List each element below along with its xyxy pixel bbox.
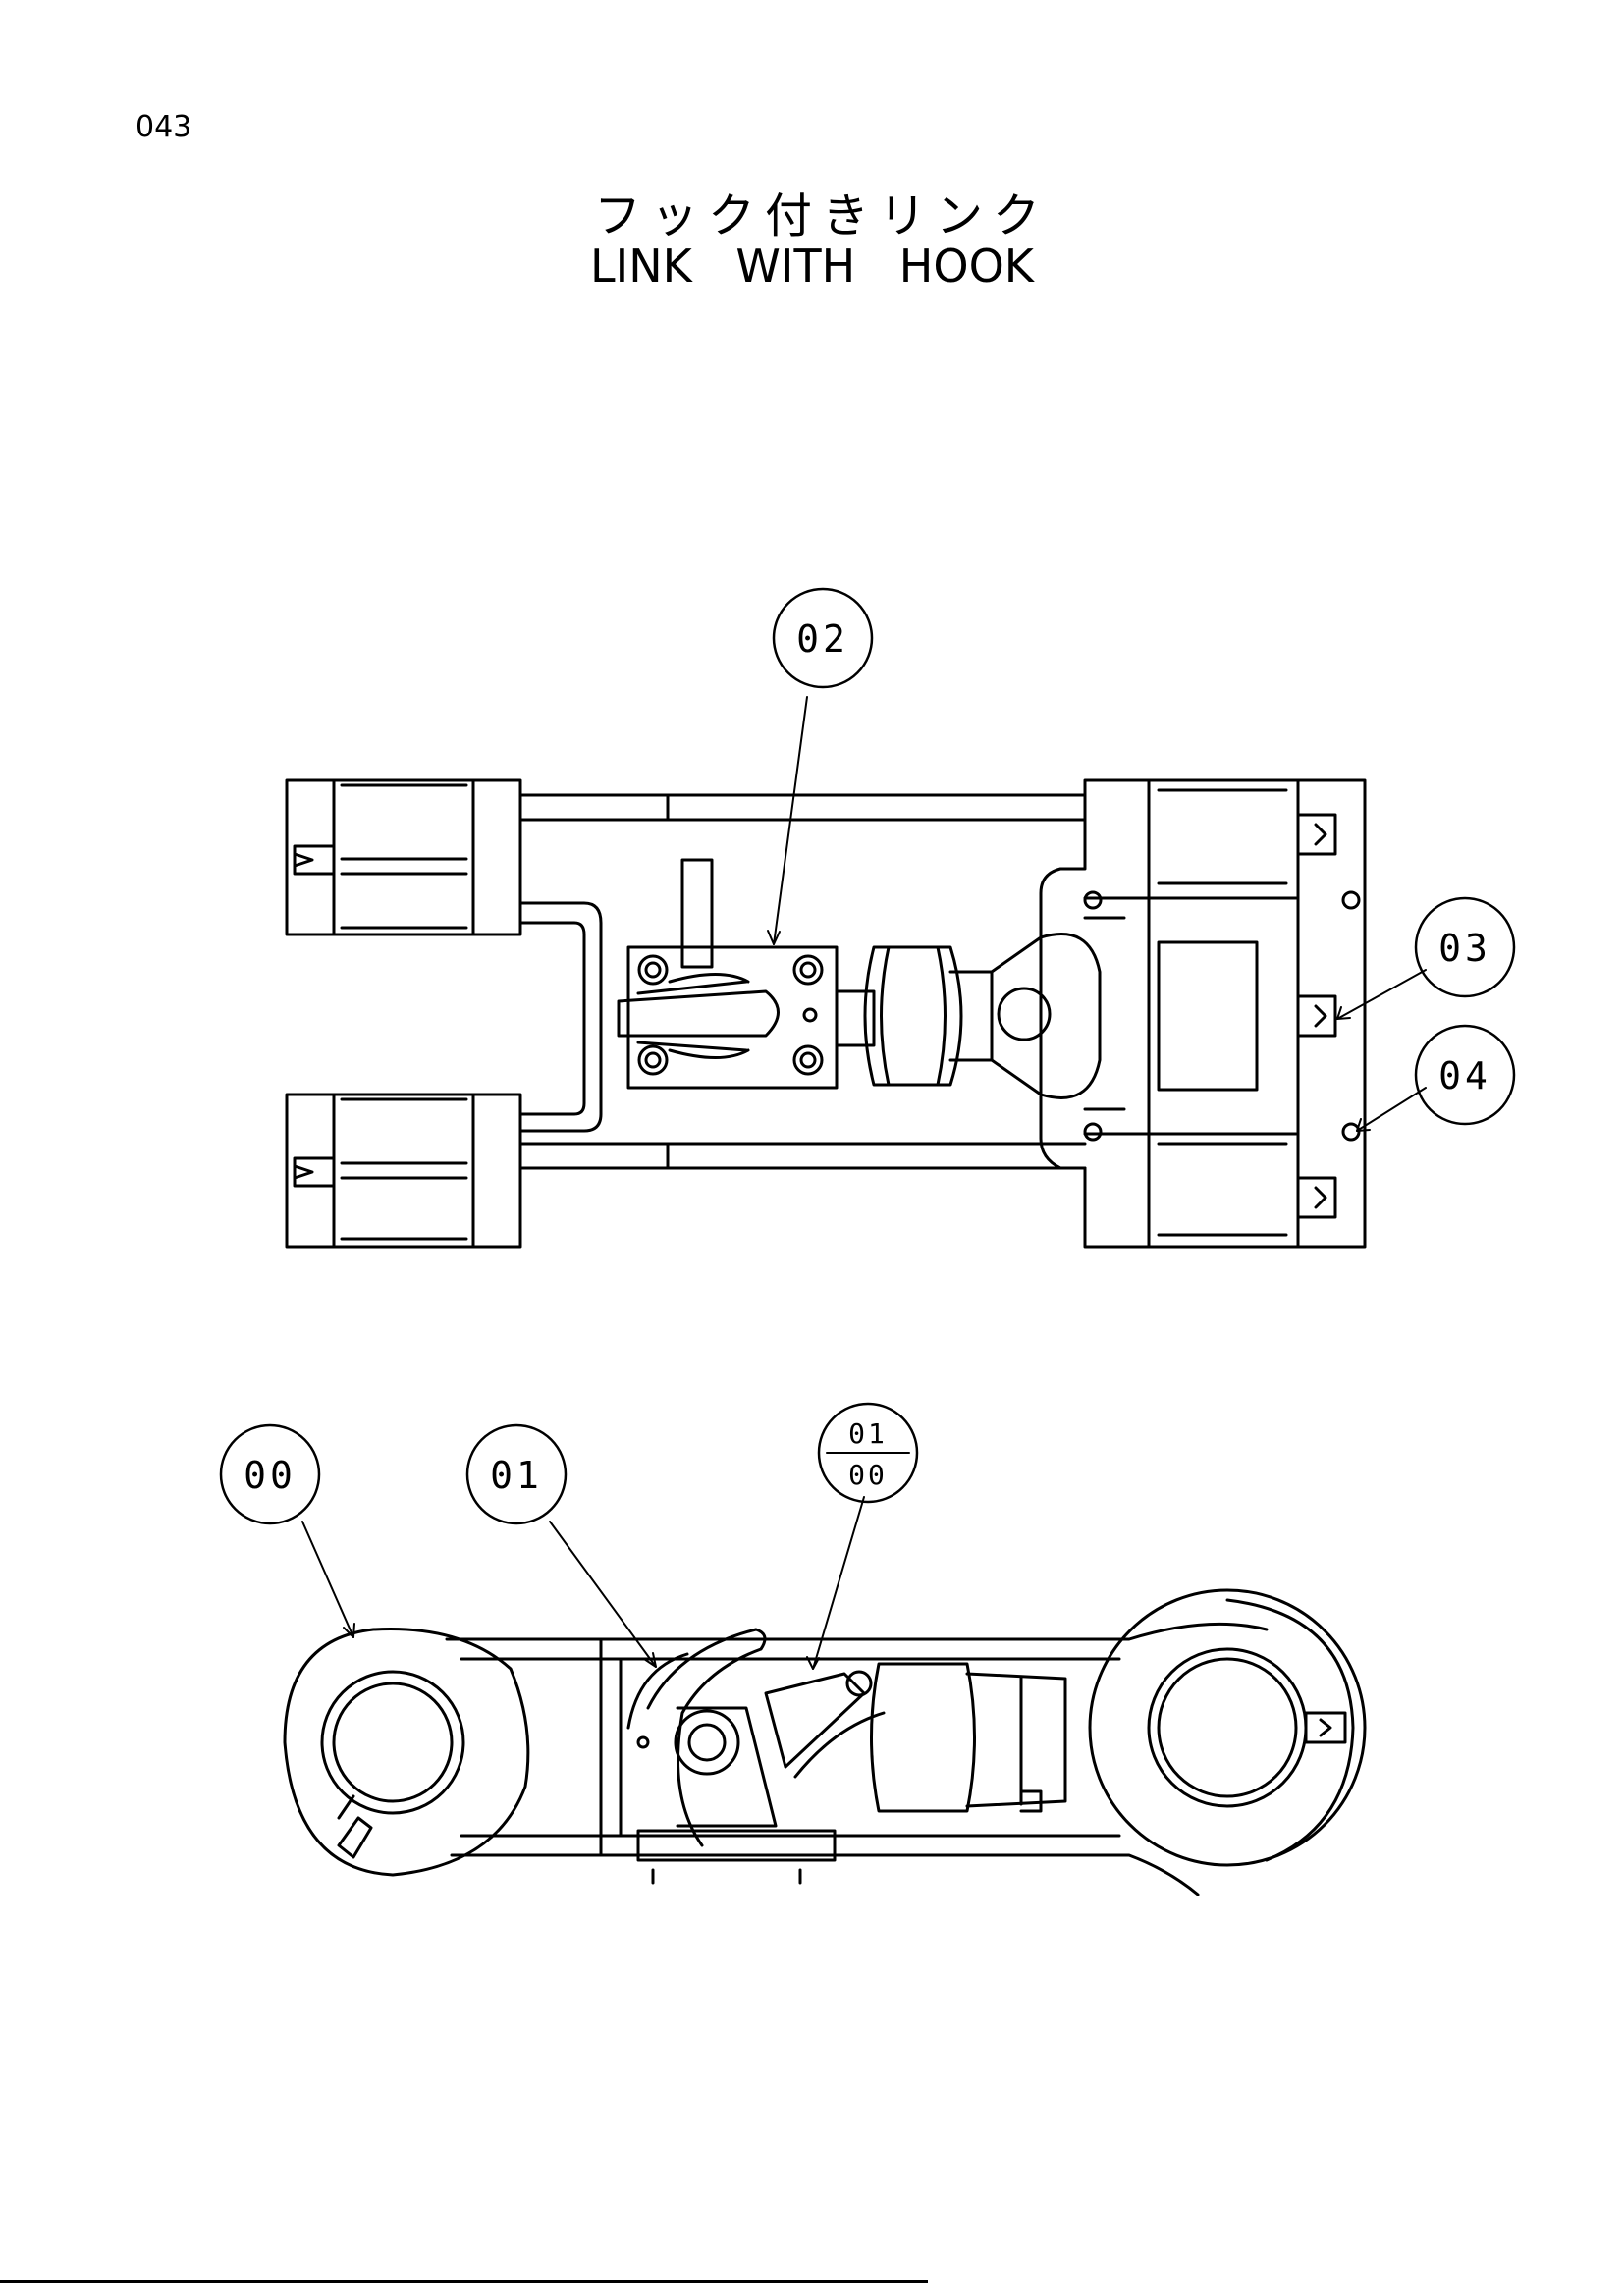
callout-02: 02 <box>772 587 874 689</box>
side-view <box>283 1496 1367 1896</box>
top-view <box>285 696 1427 1249</box>
callout-00-label: 00 <box>244 1454 297 1497</box>
right-frame <box>1039 778 1367 1249</box>
right-wheel <box>1088 1588 1367 1867</box>
callout-02-label: 02 <box>796 617 849 661</box>
callout-01: 01 <box>465 1423 568 1525</box>
left-wheel <box>283 1628 530 1877</box>
left-u-rod <box>518 901 603 1133</box>
title-english: LINK WITH HOOK <box>590 240 1034 293</box>
callout-00: 00 <box>219 1423 321 1525</box>
callout-fraction: 01 00 <box>817 1402 919 1504</box>
callout-04: 04 <box>1414 1024 1516 1126</box>
eye-end <box>990 933 1102 1099</box>
page-number: 043 <box>135 110 192 144</box>
side-body-outline <box>445 1622 1269 1896</box>
side-cylinder <box>870 1662 1067 1813</box>
title-japanese: フック付きリンク <box>593 188 1050 243</box>
side-leaders <box>301 1496 865 1670</box>
left-bottom-block <box>285 1093 522 1249</box>
callout-fraction-bottom: 00 <box>848 1459 888 1491</box>
callout-03: 03 <box>1414 896 1516 998</box>
callout-03-label: 03 <box>1438 927 1491 970</box>
bottom-rule <box>0 2280 928 2283</box>
hook-plate <box>617 858 876 1090</box>
side-rails <box>518 793 1087 1170</box>
side-hook <box>626 1628 886 1885</box>
left-top-block <box>285 778 522 936</box>
callout-04-label: 04 <box>1438 1054 1491 1097</box>
callout-01-label: 01 <box>490 1454 543 1497</box>
bushing-cylinder <box>863 945 994 1087</box>
top-leaders <box>767 696 1427 1132</box>
callout-fraction-top: 01 <box>848 1417 888 1450</box>
